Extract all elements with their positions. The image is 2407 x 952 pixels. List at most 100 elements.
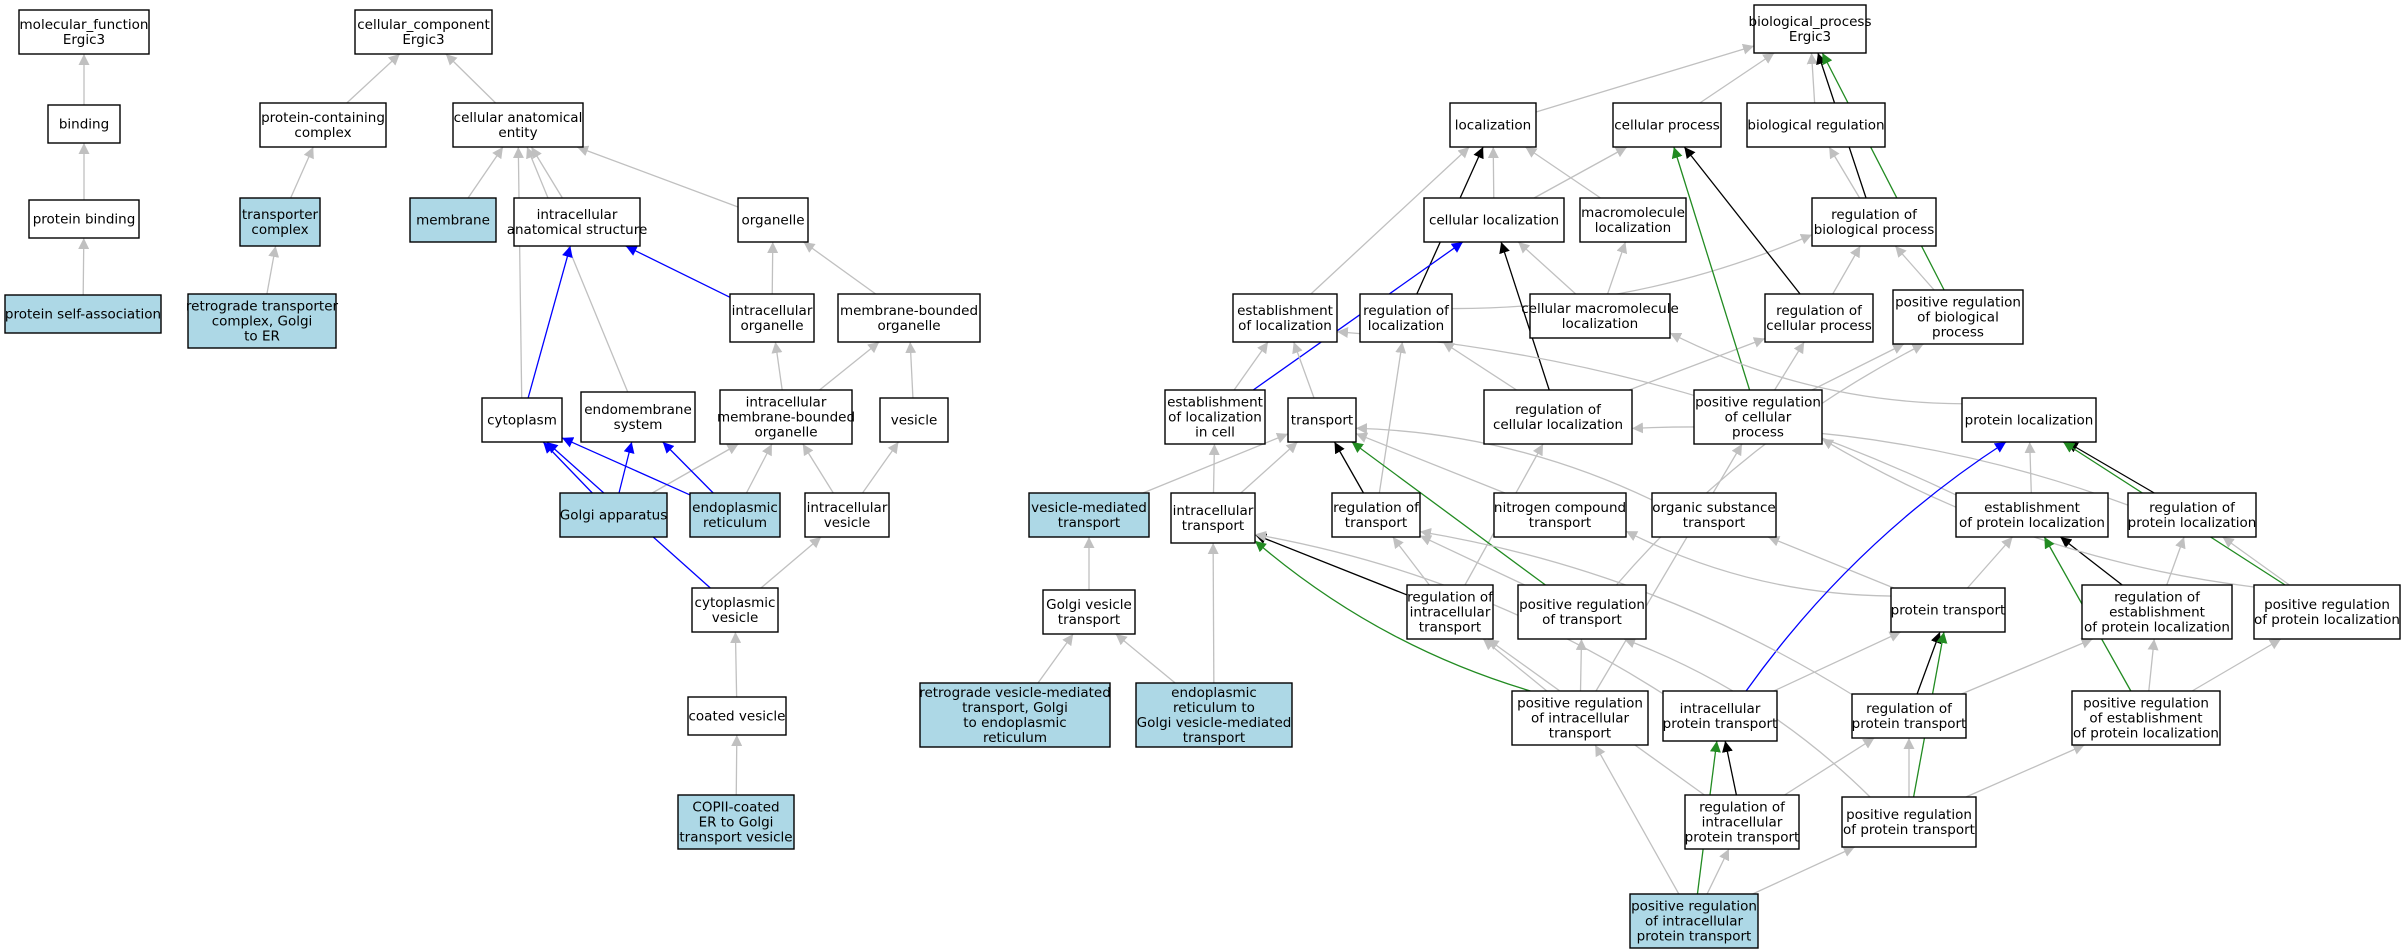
term-label-line: localization	[1595, 220, 1671, 236]
term-box	[580, 391, 696, 443]
edge-line	[767, 241, 779, 295]
edge-line	[2059, 536, 2123, 586]
term-label-line: retrograde transporter	[186, 299, 339, 315]
edge-line	[467, 146, 504, 199]
edge-reg_bp-to-bio_reg	[1828, 146, 1861, 199]
edge-pos_reg_cp-to-reg_cp	[1774, 341, 1805, 391]
term-node-vesicle: vesicle	[879, 397, 949, 443]
term-box	[1662, 690, 1778, 742]
edge-line	[802, 443, 834, 494]
edge-line	[576, 145, 739, 208]
edge-retro_complex-to-transporter	[266, 245, 280, 295]
edge-retro_ves-to-golgi_ves	[1037, 633, 1074, 684]
edge-est_loc-to-localization	[1310, 146, 1470, 295]
edge-imbo-to-intra_org	[771, 341, 783, 391]
edge-line	[78, 237, 90, 296]
edge-pos_reg_intra_prot_tr-to-pos_reg_prot_tr	[1752, 846, 1855, 895]
term-label-line: organelle	[741, 213, 804, 229]
edge-pos_reg_cp-to-pos_reg_bp	[1811, 343, 1905, 391]
term-box	[1287, 397, 1357, 443]
edge-line	[905, 341, 917, 399]
term-label-line: macromolecule	[1581, 205, 1685, 221]
edge-line	[290, 146, 314, 199]
term-box	[1423, 197, 1565, 243]
edge-line	[1594, 744, 1680, 895]
edge-line	[512, 146, 524, 399]
term-box	[1170, 492, 1256, 544]
term-box	[1961, 397, 2097, 443]
edge-line	[1037, 633, 1074, 684]
term-label-line: Ergic3	[1789, 29, 1831, 45]
term-box	[2253, 584, 2401, 640]
term-label-line: to endoplasmic	[963, 715, 1067, 731]
term-box	[1042, 589, 1136, 635]
edge-line	[1628, 337, 1766, 391]
edge-pcc-to-cc	[346, 53, 401, 104]
term-label-line: membrane	[416, 213, 490, 229]
term-label-line: anatomical structure	[507, 222, 648, 238]
term-label-line: cellular_component	[357, 17, 489, 33]
term-label-line: intracellular	[732, 303, 813, 319]
term-label-line: of protein transport	[1843, 822, 1975, 838]
term-label-line: localization	[1562, 316, 1638, 332]
edge-pos_reg_est_prot_loc-to-pos_reg_prot_loc	[2191, 638, 2282, 692]
edge-line	[819, 341, 880, 391]
term-node-coated-ves: coated vesicle	[687, 696, 787, 736]
edge-line	[1517, 241, 1577, 295]
edge-copii-to-coated_ves	[731, 734, 743, 796]
term-label-line: of intracellular	[1531, 711, 1630, 727]
edge-line	[1745, 441, 2007, 692]
term-label-line: establishment	[1984, 500, 2080, 516]
edge-line	[730, 631, 742, 698]
term-box	[18, 9, 150, 55]
term-label-line: COPII-coated	[692, 800, 779, 816]
term-label-line: regulation of	[1515, 402, 1602, 418]
term-label-line: reticulum	[703, 515, 767, 531]
edge-line	[1535, 43, 1755, 113]
edge-reg_prot_loc-to-prot_loc	[2066, 441, 2155, 494]
edge-intra_org-to-ias	[625, 245, 731, 298]
edge-line	[1482, 638, 1548, 692]
edge-er-to-cytoplasm	[561, 437, 691, 496]
term-box	[1406, 584, 1494, 640]
edge-line	[1254, 533, 1408, 596]
term-label-line: positive regulation	[1846, 807, 1972, 823]
term-label-line: biological_process	[1749, 14, 1872, 30]
term-label-line: of transport	[1542, 612, 1622, 628]
term-label-line: protein transport	[1891, 603, 2006, 619]
term-label-line: cytoplasm	[487, 413, 557, 429]
edge-line	[1208, 443, 1220, 494]
edge-pos_reg_est_prot_loc-to-reg_est_prot_loc	[2147, 638, 2159, 692]
edge-pos_reg_prot_tr-to-pos_reg_est_prot_loc	[1965, 744, 2085, 798]
term-label-line: intracellular	[746, 395, 827, 411]
edge-golgi-to-endomem	[618, 441, 635, 494]
edge-vesicle-to-mbo	[905, 341, 917, 399]
term-node-cell-proc: cellular process	[1612, 102, 1722, 148]
term-label-line: in cell	[1195, 425, 1235, 441]
edge-line	[1378, 341, 1407, 494]
edge-cytoplasm-to-ias	[527, 245, 573, 399]
term-box	[1449, 102, 1537, 148]
edge-intra_org-to-organelle	[767, 241, 779, 295]
edge-er-to-endomem	[662, 441, 714, 494]
term-label-line: positive regulation	[1517, 696, 1643, 712]
term-label-line: intracellular	[1410, 605, 1491, 621]
edge-pos_reg_intra_tr-to-pos_reg_tr	[1575, 638, 1587, 692]
edge-line	[1355, 432, 1506, 494]
edge-pos_reg_intra_tr-to-intra_tr	[1254, 540, 1531, 692]
edge-line	[2066, 441, 2155, 494]
term-label-line: transport	[1529, 515, 1591, 531]
